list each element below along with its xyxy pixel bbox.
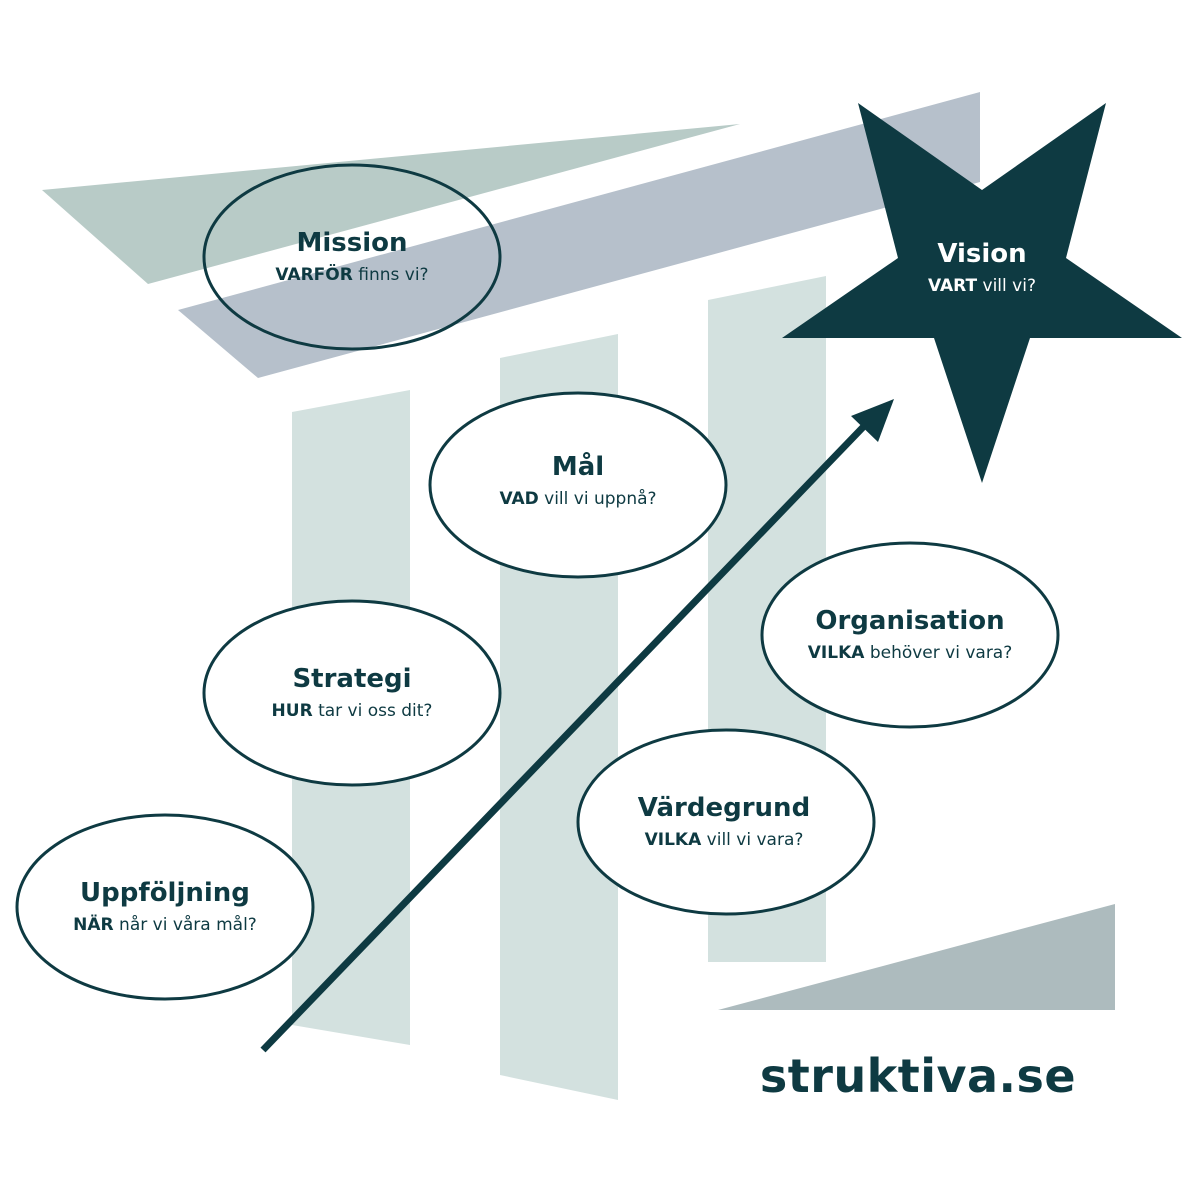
vision-question: VART vill vi?	[928, 274, 1036, 298]
vardegrund-node: Värdegrund VILKA vill vi vara?	[638, 792, 810, 852]
uppfoljning-title: Uppföljning	[80, 878, 250, 908]
progress-arrow-line	[260, 419, 871, 1053]
strategi-keyword: HUR	[271, 701, 313, 721]
organisation-question-rest: behöver vi vara?	[869, 643, 1013, 663]
vardegrund-title: Värdegrund	[637, 793, 811, 823]
vision-node: Vision VART vill vi?	[928, 238, 1036, 298]
brand-wordmark: struktiva.se	[759, 1049, 1077, 1103]
sage-band	[42, 124, 740, 284]
organisation-question: VILKA behöver vi vara?	[808, 641, 1013, 665]
mal-keyword: VAD	[499, 489, 539, 509]
organisation-keyword: VILKA	[807, 643, 865, 663]
progress-arrow-head	[851, 399, 894, 442]
strategi-title: Strategi	[292, 664, 412, 694]
vision-title: Vision	[937, 239, 1027, 269]
vardegrund-keyword: VILKA	[644, 830, 702, 850]
vision-keyword: VART	[928, 276, 978, 296]
mission-title: Mission	[296, 228, 408, 258]
vardegrund-ellipse	[576, 728, 876, 916]
organisation-node: Organisation VILKA behöver vi vara?	[808, 605, 1013, 665]
mission-node: Mission VARFÖR finns vi?	[275, 227, 428, 287]
strategi-question: HUR tar vi oss dit?	[272, 699, 433, 723]
strategi-question-rest: tar vi oss dit?	[318, 701, 433, 721]
bottom-wedge	[718, 904, 1115, 1010]
strategi-node: Strategi HUR tar vi oss dit?	[272, 663, 433, 723]
uppfoljning-question-rest: når vi våra mål?	[119, 915, 257, 935]
mal-ellipse	[428, 391, 728, 579]
mission-ellipse	[202, 163, 502, 351]
uppfoljning-node: Uppföljning NÄR når vi våra mål?	[73, 877, 257, 937]
mission-keyword: VARFÖR	[275, 265, 353, 285]
vision-star	[782, 103, 1182, 483]
strategi-ellipse	[202, 599, 502, 787]
uppfoljning-question: NÄR når vi våra mål?	[73, 913, 257, 937]
mal-question: VAD vill vi uppnå?	[499, 487, 656, 511]
mission-question-rest: finns vi?	[358, 265, 429, 285]
uppfoljning-keyword: NÄR	[73, 915, 114, 935]
mal-node: Mål VAD vill vi uppnå?	[499, 451, 656, 511]
organisation-ellipse	[760, 541, 1060, 729]
uppfoljning-ellipse	[15, 813, 315, 1001]
mal-title: Mål	[551, 452, 605, 482]
mission-question: VARFÖR finns vi?	[275, 263, 428, 287]
vardegrund-question-rest: vill vi vara?	[706, 830, 804, 850]
vision-question-rest: vill vi?	[982, 276, 1036, 296]
slate-band	[178, 92, 980, 378]
vardegrund-question: VILKA vill vi vara?	[638, 828, 810, 852]
mal-question-rest: vill vi uppnå?	[544, 489, 657, 509]
organisation-title: Organisation	[815, 606, 1005, 636]
